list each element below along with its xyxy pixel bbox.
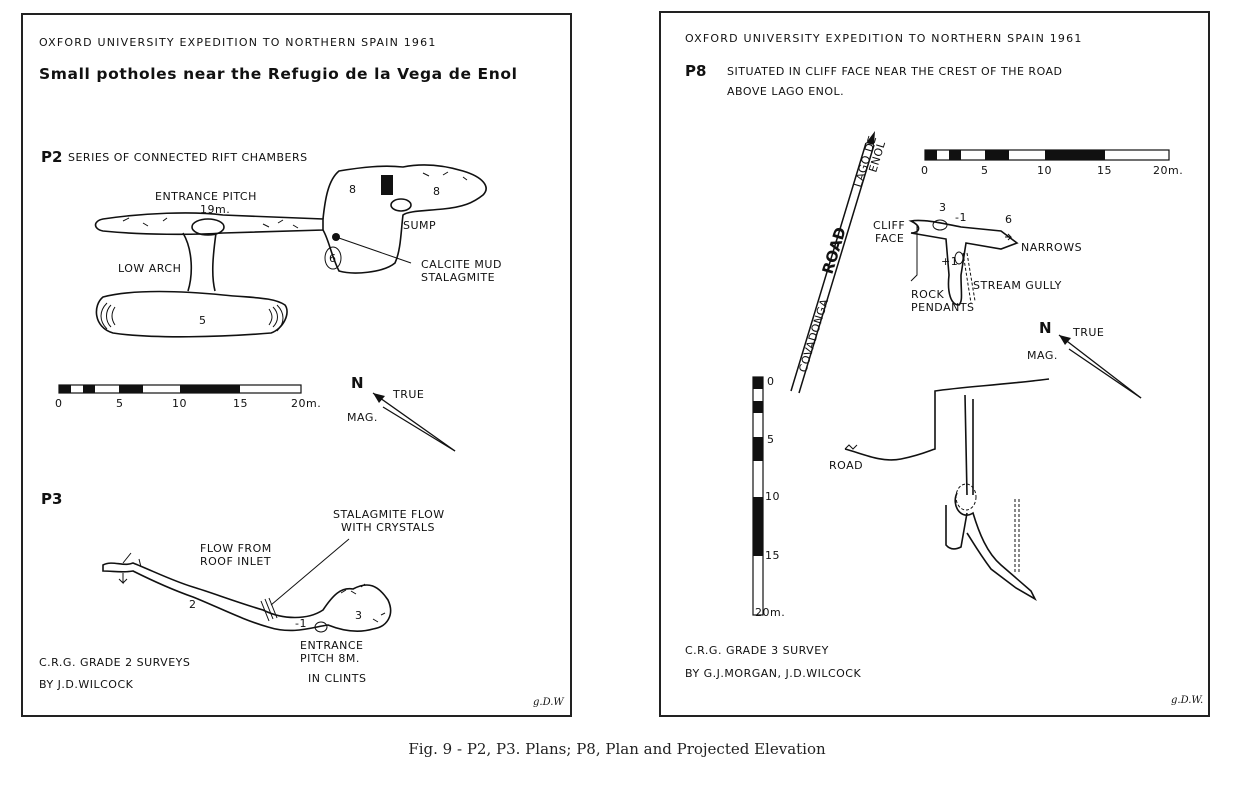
figure-caption: Fig. 9 - P2, P3. Plans; P8, Plan and Pro… xyxy=(408,740,826,758)
p2-pitch-depth: 19m. xyxy=(200,203,230,216)
left-title: Small potholes near the Refugio de la Ve… xyxy=(39,65,518,83)
p8-depth-6: 6 xyxy=(1005,213,1013,226)
left-credits-2: BY J.D.WILCOCK xyxy=(39,678,134,691)
p8-elevation-road: ROAD xyxy=(829,459,863,472)
right-vscale-20: 20m. xyxy=(755,606,785,619)
p3-depth-2: 2 xyxy=(189,598,197,611)
p2-depth-2: 8 xyxy=(433,185,441,198)
p8-stream-gully: STREAM GULLY xyxy=(973,279,1062,292)
p8-elevation-profile xyxy=(844,378,1050,602)
p8-pendants: PENDANTS xyxy=(911,301,975,314)
right-vscale-15: 15 xyxy=(765,549,780,562)
left-sheet-drawing: OXFORD UNIVERSITY EXPEDITION TO NORTHERN… xyxy=(39,36,564,708)
p8-covadonga: COVADONGA xyxy=(796,297,831,374)
p8-depth-minus1: -1 xyxy=(955,211,967,224)
right-signature: g.D.W. xyxy=(1171,695,1203,706)
left-scale-10: 10 xyxy=(172,397,187,410)
right-vscale-0: 0 xyxy=(767,375,775,388)
p8-face: FACE xyxy=(875,232,904,245)
left-scale-bar xyxy=(58,384,302,394)
left-header: OXFORD UNIVERSITY EXPEDITION TO NORTHERN… xyxy=(39,36,437,49)
p2-id: P2 xyxy=(41,148,62,166)
right-scale-20: 20m. xyxy=(1153,164,1183,177)
right-vertical-scale-bar xyxy=(752,376,764,616)
p2-entrance-pitch: ENTRANCE PITCH xyxy=(155,190,257,203)
p2-depth-1: 8 xyxy=(349,183,357,196)
right-north-mag: MAG. xyxy=(1027,349,1058,362)
p8-cliff: CLIFF xyxy=(873,219,905,232)
p3-entrance-1: ENTRANCE xyxy=(300,639,363,652)
p8-desc-2: ABOVE LAGO ENOL. xyxy=(727,85,844,98)
p3-depth-3: 3 xyxy=(355,609,363,622)
p8-rock: ROCK xyxy=(911,288,944,301)
right-scale-bar xyxy=(924,149,1170,161)
p2-depth-4: 6 xyxy=(329,252,337,265)
right-north-arrow xyxy=(1058,334,1142,399)
right-credits-1: C.R.G. GRADE 3 SURVEY xyxy=(685,644,829,657)
p8-road-label: ROAD xyxy=(819,225,850,276)
right-vscale-5: 5 xyxy=(767,433,775,446)
right-scale-10: 10 xyxy=(1037,164,1052,177)
p8-depth-3: 3 xyxy=(939,201,947,214)
p3-stal-flow-2: WITH CRYSTALS xyxy=(341,521,435,534)
right-survey-sheet: OXFORD UNIVERSITY EXPEDITION TO NORTHERN… xyxy=(659,11,1210,717)
right-scale-5: 5 xyxy=(981,164,989,177)
right-scale-15: 15 xyxy=(1097,164,1112,177)
left-north-n: N xyxy=(351,374,364,392)
p2-lower-chamber-ends xyxy=(100,302,284,332)
right-sheet-drawing: OXFORD UNIVERSITY EXPEDITION TO NORTHERN… xyxy=(685,32,1203,706)
left-north-true: TRUE xyxy=(392,388,424,401)
left-north-arrow xyxy=(372,392,456,452)
p2-calcite-mud: CALCITE MUD xyxy=(421,258,502,271)
p3-stal-flow-1: STALAGMITE FLOW xyxy=(333,508,445,521)
p3-cave-plan xyxy=(102,552,392,633)
p2-subtitle: SERIES OF CONNECTED RIFT CHAMBERS xyxy=(68,151,308,164)
p3-flow-2: ROOF INLET xyxy=(200,555,271,568)
p3-entrance-2: PITCH 8M. xyxy=(300,652,360,665)
right-vscale-10: 10 xyxy=(765,490,780,503)
p8-desc-1: SITUATED IN CLIFF FACE NEAR THE CREST OF… xyxy=(727,65,1063,78)
left-scale-20: 20m. xyxy=(291,397,321,410)
left-scale-15: 15 xyxy=(233,397,248,410)
p3-id: P3 xyxy=(41,490,62,508)
left-scale-0: 0 xyxy=(55,397,63,410)
left-survey-sheet: OXFORD UNIVERSITY EXPEDITION TO NORTHERN… xyxy=(21,13,572,717)
p2-stalagmite: STALAGMITE xyxy=(421,271,495,284)
left-credits-1: C.R.G. GRADE 2 SURVEYS xyxy=(39,656,190,669)
right-credits-2: BY G.J.MORGAN, J.D.WILCOCK xyxy=(685,667,861,680)
p3-entrance-3: IN CLINTS xyxy=(308,672,366,685)
right-header: OXFORD UNIVERSITY EXPEDITION TO NORTHERN… xyxy=(685,32,1083,45)
left-north-mag: MAG. xyxy=(347,411,378,424)
right-north-true: TRUE xyxy=(1072,326,1104,339)
p8-narrows: NARROWS xyxy=(1021,241,1082,254)
p3-depth-minus1: -1 xyxy=(295,617,307,630)
p8-depth-plus1: +1 xyxy=(941,255,958,268)
left-scale-5: 5 xyxy=(116,397,124,410)
left-signature: g.D.W xyxy=(533,697,564,708)
p8-id: P8 xyxy=(685,62,706,80)
p2-sump: SUMP xyxy=(403,219,436,232)
p3-flow-1: FLOW FROM xyxy=(200,542,272,555)
p2-black-block xyxy=(381,175,393,195)
right-scale-0: 0 xyxy=(921,164,929,177)
right-north-n: N xyxy=(1039,319,1052,337)
p8-road xyxy=(790,131,875,394)
p2-low-arch: LOW ARCH xyxy=(118,262,181,275)
p2-depth-3: 5 xyxy=(199,314,207,327)
p8-cave-plan xyxy=(908,219,1019,306)
p2-cave-plan xyxy=(94,164,487,338)
